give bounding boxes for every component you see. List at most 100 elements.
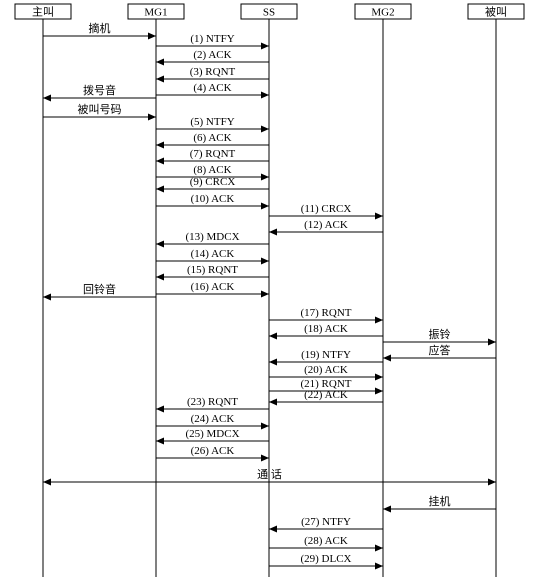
arrow-head	[156, 185, 164, 193]
message-12: (9) CRCX	[156, 176, 269, 193]
participant-box	[354, 3, 412, 20]
participant-box	[127, 3, 185, 20]
message-label: (22) ACK	[304, 389, 348, 401]
participant-ss: SS	[240, 3, 298, 20]
message-13: (10) ACK	[156, 193, 269, 210]
message-25: (19) NTFY	[269, 349, 383, 366]
message-label: (18) ACK	[304, 323, 348, 335]
message-17: (14) ACK	[156, 248, 269, 265]
participant-box	[240, 3, 298, 20]
arrow-head	[488, 338, 496, 346]
arrow-head	[156, 75, 164, 83]
message-30: (24) ACK	[156, 413, 269, 430]
arrow-head	[488, 478, 496, 486]
arrow-head	[261, 290, 269, 298]
arrow-head	[261, 257, 269, 265]
arrow-head	[261, 454, 269, 462]
arrow-head	[269, 332, 277, 340]
arrow-head	[269, 358, 277, 366]
message-24: 应答	[383, 343, 496, 362]
arrow-head	[375, 373, 383, 381]
arrow-head	[269, 398, 277, 406]
message-label: (10) ACK	[191, 193, 235, 205]
message-label: (24) ACK	[191, 413, 235, 425]
participant-mg2: MG2	[354, 3, 412, 20]
message-15: (12) ACK	[269, 219, 383, 236]
message-18: (15) RQNT	[156, 264, 269, 281]
arrow-head	[383, 505, 391, 513]
arrow-head	[156, 141, 164, 149]
message-6: 拨号音	[43, 83, 156, 102]
message-4: (3) RQNT	[156, 66, 269, 83]
message-label: (5) NTFY	[190, 116, 234, 128]
message-label: (2) ACK	[193, 49, 231, 61]
arrow-head	[261, 422, 269, 430]
message-label: 通 话	[257, 468, 282, 481]
message-label: 振铃	[429, 327, 451, 341]
participant-label: MG2	[371, 7, 394, 19]
arrow-head	[156, 240, 164, 248]
message-label: 拨号音	[83, 83, 116, 97]
participant-label: 被叫	[485, 6, 507, 19]
message-28: (22) ACK	[269, 389, 383, 406]
message-23: 振铃	[383, 327, 496, 346]
participant-box	[14, 3, 72, 20]
participant-a: 主叫	[14, 3, 72, 20]
arrow-head	[383, 354, 391, 362]
participant-b: 被叫	[467, 3, 525, 20]
arrow-head	[261, 42, 269, 50]
arrow-head	[43, 94, 51, 102]
message-37: (29) DLCX	[269, 553, 383, 570]
message-36: (28) ACK	[269, 535, 383, 552]
arrow-head	[261, 202, 269, 210]
message-35: (27) NTFY	[269, 516, 383, 533]
arrow-head	[156, 273, 164, 281]
message-2: (1) NTFY	[156, 33, 269, 50]
message-label: (7) RQNT	[190, 148, 236, 160]
participant-label: 主叫	[32, 6, 54, 19]
message-29: (23) RQNT	[156, 396, 269, 413]
message-label: (11) CRCX	[301, 203, 352, 215]
message-7: 被叫号码	[43, 103, 156, 121]
message-label: (27) NTFY	[301, 516, 351, 528]
participant-headers: 主叫 MG1 SS MG2 被叫	[14, 3, 525, 20]
message-27: (21) RQNT	[269, 378, 383, 395]
message-14: (11) CRCX	[269, 203, 383, 220]
participant-label: SS	[263, 7, 275, 19]
arrow-head	[375, 562, 383, 570]
message-3: (2) ACK	[156, 49, 269, 66]
message-label: (26) ACK	[191, 445, 235, 457]
message-5: (4) ACK	[156, 82, 269, 99]
message-label: (6) ACK	[193, 132, 231, 144]
arrow-head	[375, 544, 383, 552]
participant-label: MG1	[144, 7, 167, 19]
message-11: (8) ACK	[156, 164, 269, 181]
message-label: (9) CRCX	[190, 176, 236, 188]
message-label: (23) RQNT	[187, 396, 238, 408]
message-label: 摘机	[89, 21, 111, 35]
arrow-head	[43, 478, 51, 486]
arrow-head	[261, 125, 269, 133]
message-label: (29) DLCX	[300, 553, 351, 565]
message-label: (20) ACK	[304, 364, 348, 376]
message-label: (8) ACK	[193, 164, 231, 176]
message-16: (13) MDCX	[156, 231, 269, 248]
message-label: (15) RQNT	[187, 264, 238, 276]
message-label: (12) ACK	[304, 219, 348, 231]
message-label: 挂机	[429, 494, 451, 508]
arrow-head	[156, 437, 164, 445]
arrow-head	[148, 113, 156, 121]
message-label: (13) MDCX	[185, 231, 239, 243]
message-20: 回铃音	[43, 282, 156, 301]
arrow-head	[156, 58, 164, 66]
arrow-head	[261, 91, 269, 99]
message-10: (7) RQNT	[156, 148, 269, 165]
arrow-head	[148, 32, 156, 40]
arrow-head	[375, 316, 383, 324]
arrow-head	[261, 173, 269, 181]
message-19: (16) ACK	[156, 281, 269, 298]
message-8: (5) NTFY	[156, 116, 269, 133]
participant-box	[467, 3, 525, 20]
